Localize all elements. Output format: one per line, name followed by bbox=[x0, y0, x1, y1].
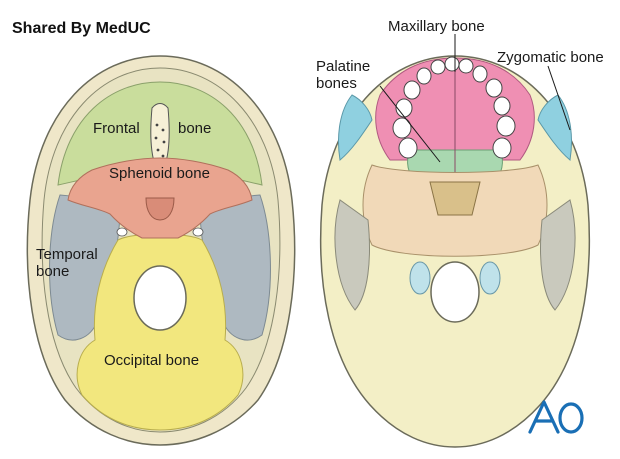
label-sphenoid-bone: Sphenoid bone bbox=[109, 165, 210, 182]
page-title: Shared By MedUC bbox=[12, 20, 151, 37]
label-temporal-line2: bone bbox=[36, 263, 70, 280]
label-frontal: Frontal bbox=[93, 120, 140, 137]
label-occipital-bone: Occipital bone bbox=[104, 352, 200, 369]
label-palatine-line1: Palatine bbox=[316, 58, 371, 75]
label-palatine-line2: bones bbox=[316, 75, 357, 92]
vomer-region bbox=[429, 181, 481, 216]
foramen-magnum-right bbox=[430, 261, 480, 323]
label-zygomatic-bone: Zygomatic bone bbox=[497, 49, 604, 66]
ao-logo-letter-a bbox=[528, 400, 560, 434]
left-skull-interior bbox=[26, 55, 296, 446]
sella-turcica bbox=[145, 197, 175, 221]
foramen-magnum-left bbox=[133, 265, 187, 331]
occipital-bone-region bbox=[76, 233, 244, 431]
label-temporal-line1: Temporal bbox=[36, 246, 98, 263]
crista-galli bbox=[150, 103, 170, 166]
right-skull-inferior bbox=[319, 34, 591, 448]
label-maxillary-bone: Maxillary bone bbox=[388, 18, 485, 35]
label-palatine-bones: Palatine bones bbox=[316, 58, 370, 92]
label-temporal-bone: Temporal bone bbox=[36, 246, 98, 280]
zygomatic-bone-left-region bbox=[338, 94, 373, 161]
ao-logo-letter-o bbox=[558, 402, 584, 434]
ao-logo bbox=[528, 400, 584, 434]
label-frontal-bone: bone bbox=[178, 120, 212, 137]
